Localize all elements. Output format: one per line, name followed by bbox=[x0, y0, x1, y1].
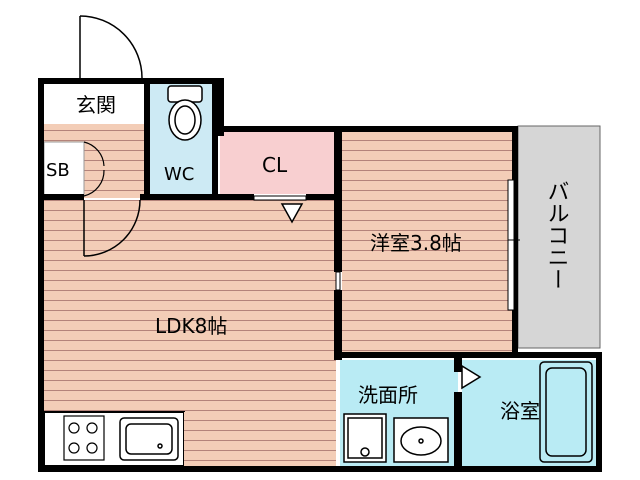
shoe-box-label: SB bbox=[46, 160, 70, 181]
closet-label: CL bbox=[262, 153, 288, 177]
balcony-label: バルコニー bbox=[544, 180, 569, 290]
walls bbox=[38, 78, 602, 472]
entrance-door-swing bbox=[79, 15, 143, 79]
closet-door-marker bbox=[280, 203, 304, 224]
washroom-door-marker bbox=[461, 364, 482, 390]
toilet-fixture bbox=[167, 85, 203, 141]
shoe-box-area bbox=[43, 141, 85, 197]
washroom-label: 洗面所 bbox=[358, 383, 418, 407]
ldk-door-swing bbox=[83, 199, 141, 257]
kitchen-sink-fixture bbox=[119, 417, 179, 461]
ldk-floor bbox=[44, 200, 336, 412]
shoe-box-doors bbox=[83, 141, 105, 197]
western-room-label: 洋室3.8帖 bbox=[370, 231, 462, 255]
toilet-label: WC bbox=[164, 164, 194, 185]
entrance-label: 玄関 bbox=[76, 93, 116, 117]
washing-machine-pan bbox=[343, 413, 387, 463]
closet-floor bbox=[220, 132, 336, 194]
sliding-door-marks bbox=[253, 179, 520, 311]
bathtub-fixture bbox=[539, 361, 593, 463]
ldk-label: LDK8帖 bbox=[155, 314, 227, 338]
stove-fixture bbox=[63, 415, 105, 461]
western-room-floor bbox=[342, 132, 512, 354]
entrance-floor bbox=[44, 84, 146, 124]
bathroom-label: 浴室 bbox=[500, 399, 540, 423]
balcony-floor bbox=[517, 125, 601, 349]
sink-fixture bbox=[393, 417, 449, 463]
kitchen-floor bbox=[184, 412, 336, 466]
